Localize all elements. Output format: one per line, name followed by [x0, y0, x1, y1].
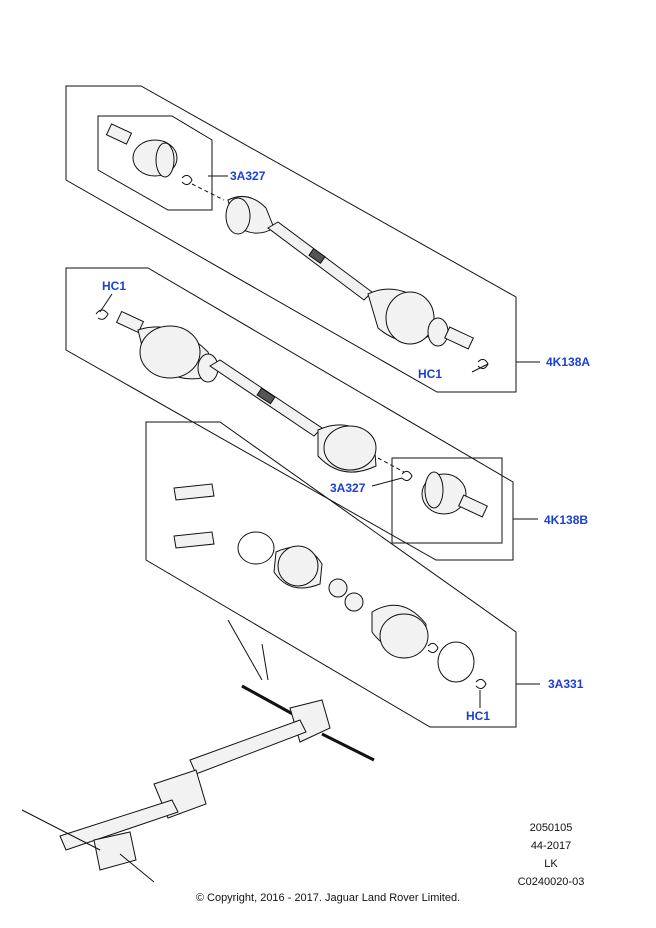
callout-hc1-upper-right[interactable]: HC1 [418, 367, 442, 381]
callout-3a327-upper[interactable]: 3A327 [230, 169, 266, 183]
vehicle-driveline-locator [21, 619, 375, 883]
footer-code-3: LK [544, 858, 558, 870]
panel-3a331 [145, 421, 517, 728]
footer-illustration-id: C0240020-03 [517, 876, 585, 888]
callout-hc1-left[interactable]: HC1 [102, 279, 126, 293]
drive-shaft-front-left [95, 309, 488, 518]
footer-code-1: 2050105 [529, 822, 573, 834]
footer-code-2: 44-2017 [530, 840, 572, 852]
copyright-notice: © Copyright, 2016 - 2017. Jaguar Land Ro… [195, 892, 461, 904]
boot-kit [173, 483, 487, 690]
callout-4k138b[interactable]: 4K138B [544, 513, 588, 527]
panel-4k138b [65, 267, 514, 561]
panel-4k138a [65, 85, 517, 393]
callout-3a331[interactable]: 3A331 [548, 677, 584, 691]
callout-leaders [99, 175, 540, 708]
callout-hc1-boot-kit[interactable]: HC1 [466, 709, 490, 723]
callout-3a327-lower[interactable]: 3A327 [330, 481, 366, 495]
drive-shaft-front-right [105, 123, 489, 370]
callout-4k138a[interactable]: 4K138A [546, 355, 590, 369]
